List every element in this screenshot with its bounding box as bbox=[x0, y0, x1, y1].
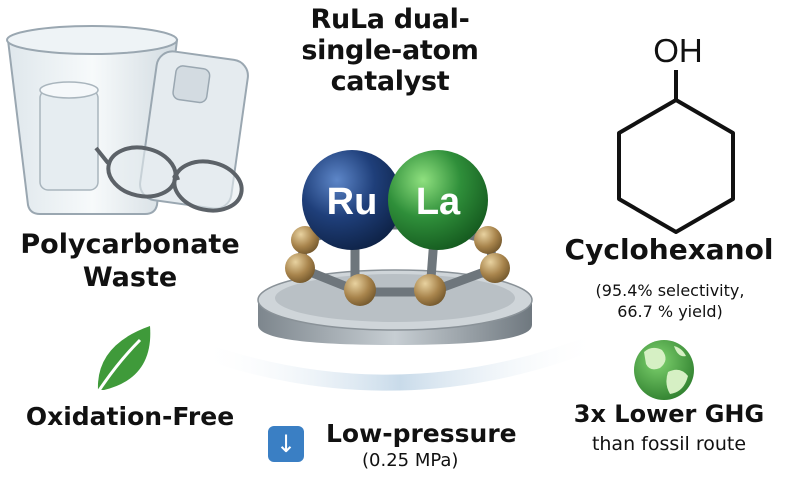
cyclohexanol-structure bbox=[617, 70, 735, 234]
oh-label: OH bbox=[653, 32, 703, 69]
waste-label: Polycarbonate Waste bbox=[0, 228, 260, 294]
oxidation-free-label: Oxidation-Free bbox=[25, 402, 235, 431]
title-line-2: single-atom bbox=[301, 35, 479, 66]
ru-atom bbox=[302, 150, 402, 250]
arrow-down-icon: ↓ bbox=[268, 426, 304, 462]
product-details: (95.4% selectivity, 66.7 % yield) bbox=[560, 280, 780, 322]
la-label: La bbox=[416, 181, 461, 223]
la-atom bbox=[388, 150, 488, 250]
catalyst-title: RuLa dual- single-atom catalyst bbox=[255, 4, 525, 97]
product-selectivity: (95.4% selectivity, bbox=[595, 281, 745, 300]
product-yield: 66.7 % yield) bbox=[617, 302, 723, 321]
pressure-value: (0.25 MPa) bbox=[362, 450, 459, 471]
title-line-3: catalyst bbox=[330, 66, 450, 97]
ghg-label: 3x Lower GHG bbox=[573, 400, 765, 428]
leaf-icon bbox=[96, 326, 151, 393]
support-atoms bbox=[285, 226, 510, 306]
low-pressure-label: Low-pressure bbox=[326, 419, 517, 448]
globe-icon bbox=[634, 340, 694, 400]
ghg-sub-label: than fossil route bbox=[591, 433, 747, 455]
ru-label: Ru bbox=[327, 181, 378, 223]
waste-line-1: Polycarbonate bbox=[20, 229, 240, 260]
product-name: Cyclohexanol bbox=[564, 233, 774, 266]
flow-arc bbox=[197, 332, 603, 391]
title-line-1: RuLa dual- bbox=[310, 4, 470, 35]
waste-line-2: Waste bbox=[82, 262, 178, 293]
eyeglasses-icon bbox=[94, 145, 244, 213]
